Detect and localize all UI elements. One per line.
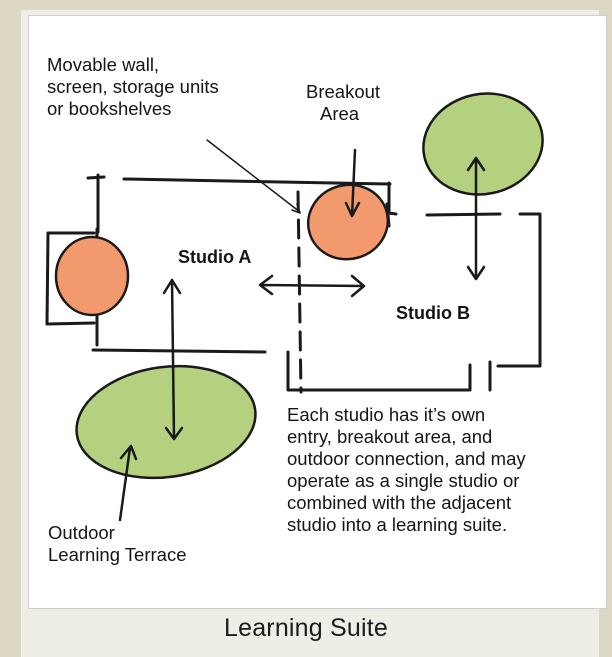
wall-top: [86, 173, 502, 234]
wall-bottom: [91, 212, 542, 392]
description-line: combined with the adjacent: [287, 492, 512, 513]
movable-wall-leader: [206, 139, 301, 214]
diagram-caption: Learning Suite: [223, 614, 389, 642]
description-line: entry, breakout area, and: [287, 426, 493, 447]
arrow-vertical-left: [162, 278, 184, 441]
outdoor-terrace-label: Outdoor Learning Terrace: [48, 522, 187, 566]
arrow-outdoor-label: [118, 444, 138, 522]
outdoor-terrace-bottom: [75, 364, 257, 480]
movable-wall-label-line: Movable wall,: [47, 54, 160, 75]
breakout-area-label-line: Breakout: [306, 81, 381, 102]
movable-wall-dashed: [296, 190, 303, 394]
outdoor-terrace-label-line: Outdoor: [48, 522, 115, 543]
arrow-horizontal-studio-a: [258, 274, 366, 298]
description-line: studio into a learning suite.: [287, 514, 508, 535]
breakout-area-label: Breakout Area: [306, 81, 380, 125]
breakout-circle-center: [306, 183, 390, 261]
arrow-vertical-right: [466, 156, 486, 281]
outdoor-terrace-label-line: Learning Terrace: [48, 544, 187, 565]
description-line: Each studio has it’s own: [287, 404, 486, 425]
movable-wall-label-line: screen, storage units: [47, 76, 219, 97]
outdoor-terrace-top: [422, 92, 544, 196]
arrow-breakout-label: [344, 148, 361, 218]
movable-wall-label-line: or bookshelves: [47, 98, 172, 119]
studio-b-label: Studio B: [396, 303, 470, 323]
breakout-circle-left: [54, 235, 130, 317]
breakout-area-label-line: Area: [320, 103, 360, 124]
description-line: outdoor connection, and may: [287, 448, 526, 469]
studio-a-label: Studio A: [178, 247, 252, 267]
description-line: operate as a single studio or: [287, 470, 520, 491]
description-text: Each studio has it’s own entry, breakout…: [287, 404, 526, 536]
movable-wall-label: Movable wall, screen, storage units or b…: [47, 54, 219, 120]
